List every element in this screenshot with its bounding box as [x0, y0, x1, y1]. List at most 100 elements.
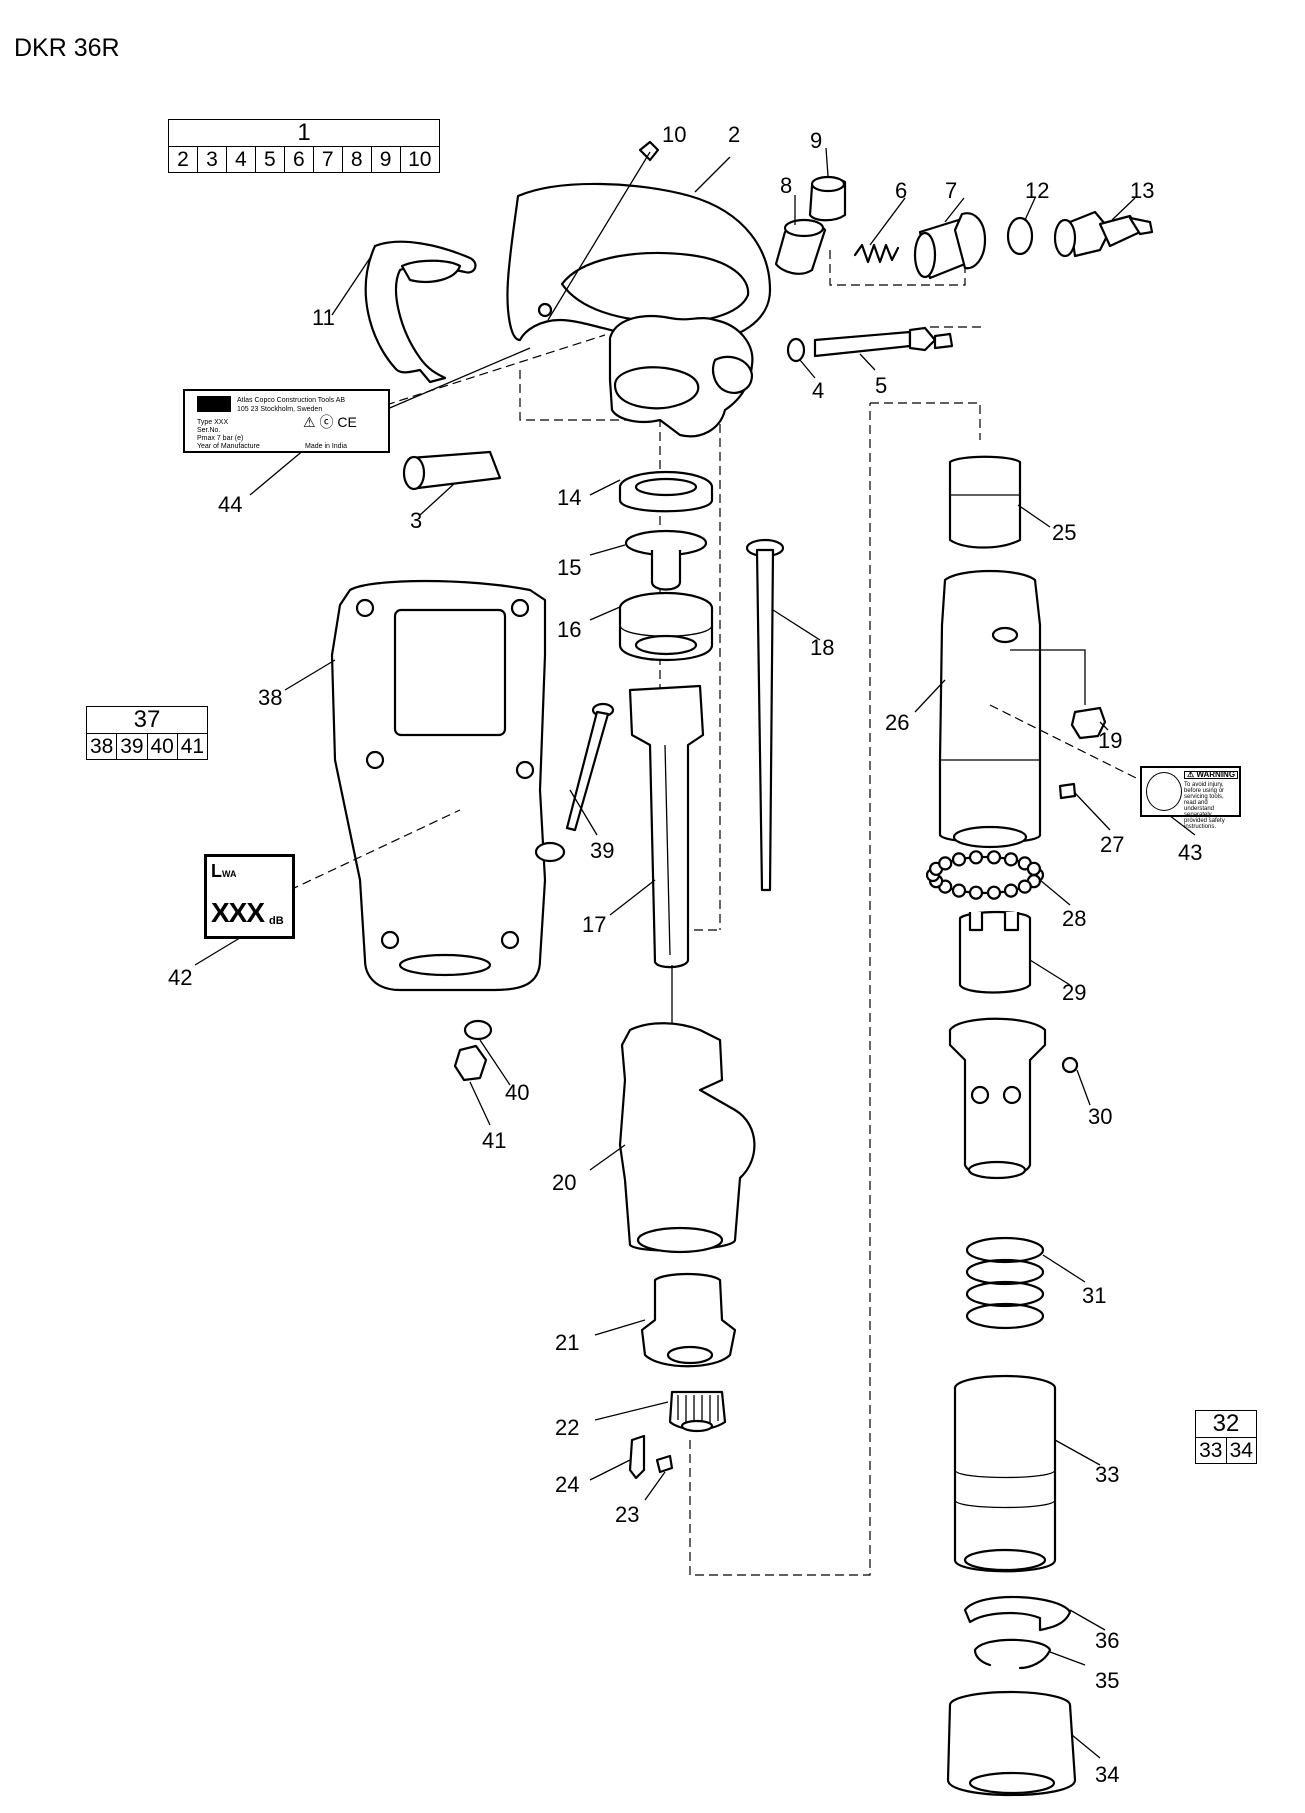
- callout-numbers: 2 10 9 8 6 7 12 13 11 4 5 44 3 14 15 16 …: [168, 122, 1202, 1787]
- callout-27: 27: [1100, 832, 1124, 857]
- warning-heading: ⚠ WARNING: [1184, 771, 1239, 779]
- part-36-ring: [963, 1595, 1072, 1632]
- label-text: 105 23 Stockholm, Sweden: [237, 406, 323, 413]
- part-22-gear: [668, 1390, 727, 1433]
- callout-42: 42: [168, 965, 192, 990]
- callout-26: 26: [885, 710, 909, 735]
- part-10-pin: [547, 140, 660, 321]
- part-17-piston: [628, 684, 705, 1030]
- callout-23: 23: [615, 1502, 639, 1527]
- sound-power-letter: L: [211, 861, 222, 881]
- kit-box-sub: 10: [408, 148, 432, 171]
- sound-power-symbol: LWA: [211, 861, 237, 882]
- ball: [968, 885, 984, 900]
- ball: [1003, 883, 1019, 898]
- kit-box-sub: 8: [343, 147, 372, 172]
- part-34-front-nut: [946, 1690, 1077, 1797]
- page-title: DKR 36R: [14, 34, 120, 62]
- callout-39: 39: [590, 838, 614, 863]
- callout-5: 5: [875, 373, 887, 398]
- part-19-nut: [1070, 706, 1107, 740]
- kit-box-main: 32: [1196, 1411, 1256, 1438]
- callout-17: 17: [582, 912, 606, 937]
- part-39-bolt: [534, 702, 615, 863]
- part-26-front-body: [938, 569, 1042, 849]
- warning-text: To avoid injury, before using or servici…: [1184, 782, 1225, 830]
- callout-2: 2: [728, 122, 740, 147]
- part-28-balls: [925, 850, 1045, 900]
- callout-30: 30: [1088, 1104, 1112, 1129]
- brand-logo-icon: [197, 396, 231, 412]
- ball: [951, 883, 967, 898]
- callout-24: 24: [555, 1472, 579, 1497]
- callout-16: 16: [557, 617, 581, 642]
- ball: [986, 850, 1002, 865]
- part-33-housing: [953, 1374, 1057, 1573]
- callout-18: 18: [810, 635, 834, 660]
- part-31-spring: [965, 1236, 1045, 1330]
- part-25-ratchet: [948, 455, 1022, 549]
- part-8-filter: [774, 218, 827, 275]
- kit-box-sub: 40: [148, 734, 178, 759]
- ball: [1017, 879, 1032, 894]
- part-14-ring: [618, 470, 714, 513]
- kit-box-sub: 9: [372, 147, 401, 172]
- kit-box-main: 37: [87, 707, 207, 734]
- kit-box-sub: 39: [117, 734, 148, 759]
- ball: [986, 885, 1002, 900]
- part-3-bushing: [402, 450, 502, 491]
- callout-40: 40: [505, 1080, 529, 1105]
- callout-43: 43: [1178, 840, 1202, 865]
- kit-box-1: 1 2 3 4 5 6 7 8 9 10: [168, 119, 440, 173]
- part-7-valve: [913, 212, 987, 280]
- label-text: Type XXX: [197, 419, 229, 426]
- kit-box-main: 1: [169, 120, 439, 147]
- leader-lines: [194, 147, 1196, 1759]
- sound-power-sub: WA: [222, 869, 237, 879]
- noise-unit: dB: [269, 915, 284, 927]
- part-upper-housing: [608, 314, 754, 438]
- callout-33: 33: [1095, 1462, 1119, 1487]
- label-text: Made in India: [305, 443, 348, 450]
- callout-22: 22: [555, 1415, 579, 1440]
- callout-28: 28: [1062, 906, 1086, 931]
- kit-box-32: 32 33 34: [1195, 1410, 1257, 1464]
- callout-12: 12: [1025, 178, 1049, 203]
- callout-15: 15: [557, 555, 581, 580]
- part-5-tube: [813, 326, 954, 358]
- ball: [938, 856, 953, 871]
- part-40-washer: [463, 1019, 493, 1041]
- callout-4: 4: [812, 378, 824, 403]
- part-4-oring: [786, 337, 806, 363]
- part-11-lever: [364, 240, 477, 384]
- part-6-spring: [853, 243, 900, 264]
- callout-21: 21: [555, 1330, 579, 1355]
- label-text: Year of Manufacture: [197, 443, 260, 450]
- ball: [1026, 861, 1042, 876]
- callout-10: 10: [662, 122, 686, 147]
- part-18-bolt: [745, 538, 785, 892]
- kit-box-sub: 2: [169, 147, 198, 172]
- kit-box-sub: 38: [87, 734, 118, 759]
- label-reference-line: [385, 334, 606, 406]
- part-16-ring: [618, 591, 714, 662]
- part-24-pawl: [628, 1434, 646, 1480]
- callout-41: 41: [482, 1128, 506, 1153]
- part-30-chuck: [948, 1017, 1079, 1180]
- ball: [951, 852, 967, 867]
- part-2-handle: [506, 182, 772, 344]
- kit-box-sub: 33: [1196, 1438, 1227, 1463]
- callout-25: 25: [1052, 520, 1076, 545]
- callout-11: 11: [312, 305, 335, 330]
- kit-box-37: 37 38 39 40 41: [86, 706, 208, 760]
- part-20-cylinder: [618, 1022, 756, 1254]
- callout-13: 13: [1130, 178, 1154, 203]
- kit-box-sub: 5: [256, 147, 285, 172]
- part-29-sleeve: [958, 910, 1032, 994]
- part-23-spring: [655, 1454, 674, 1474]
- callout-44: 44: [218, 492, 242, 517]
- certification-marks: ⚠ ⓒ CE: [303, 414, 357, 430]
- callout-38: 38: [258, 685, 282, 710]
- part-35-circlip: [973, 1638, 1052, 1670]
